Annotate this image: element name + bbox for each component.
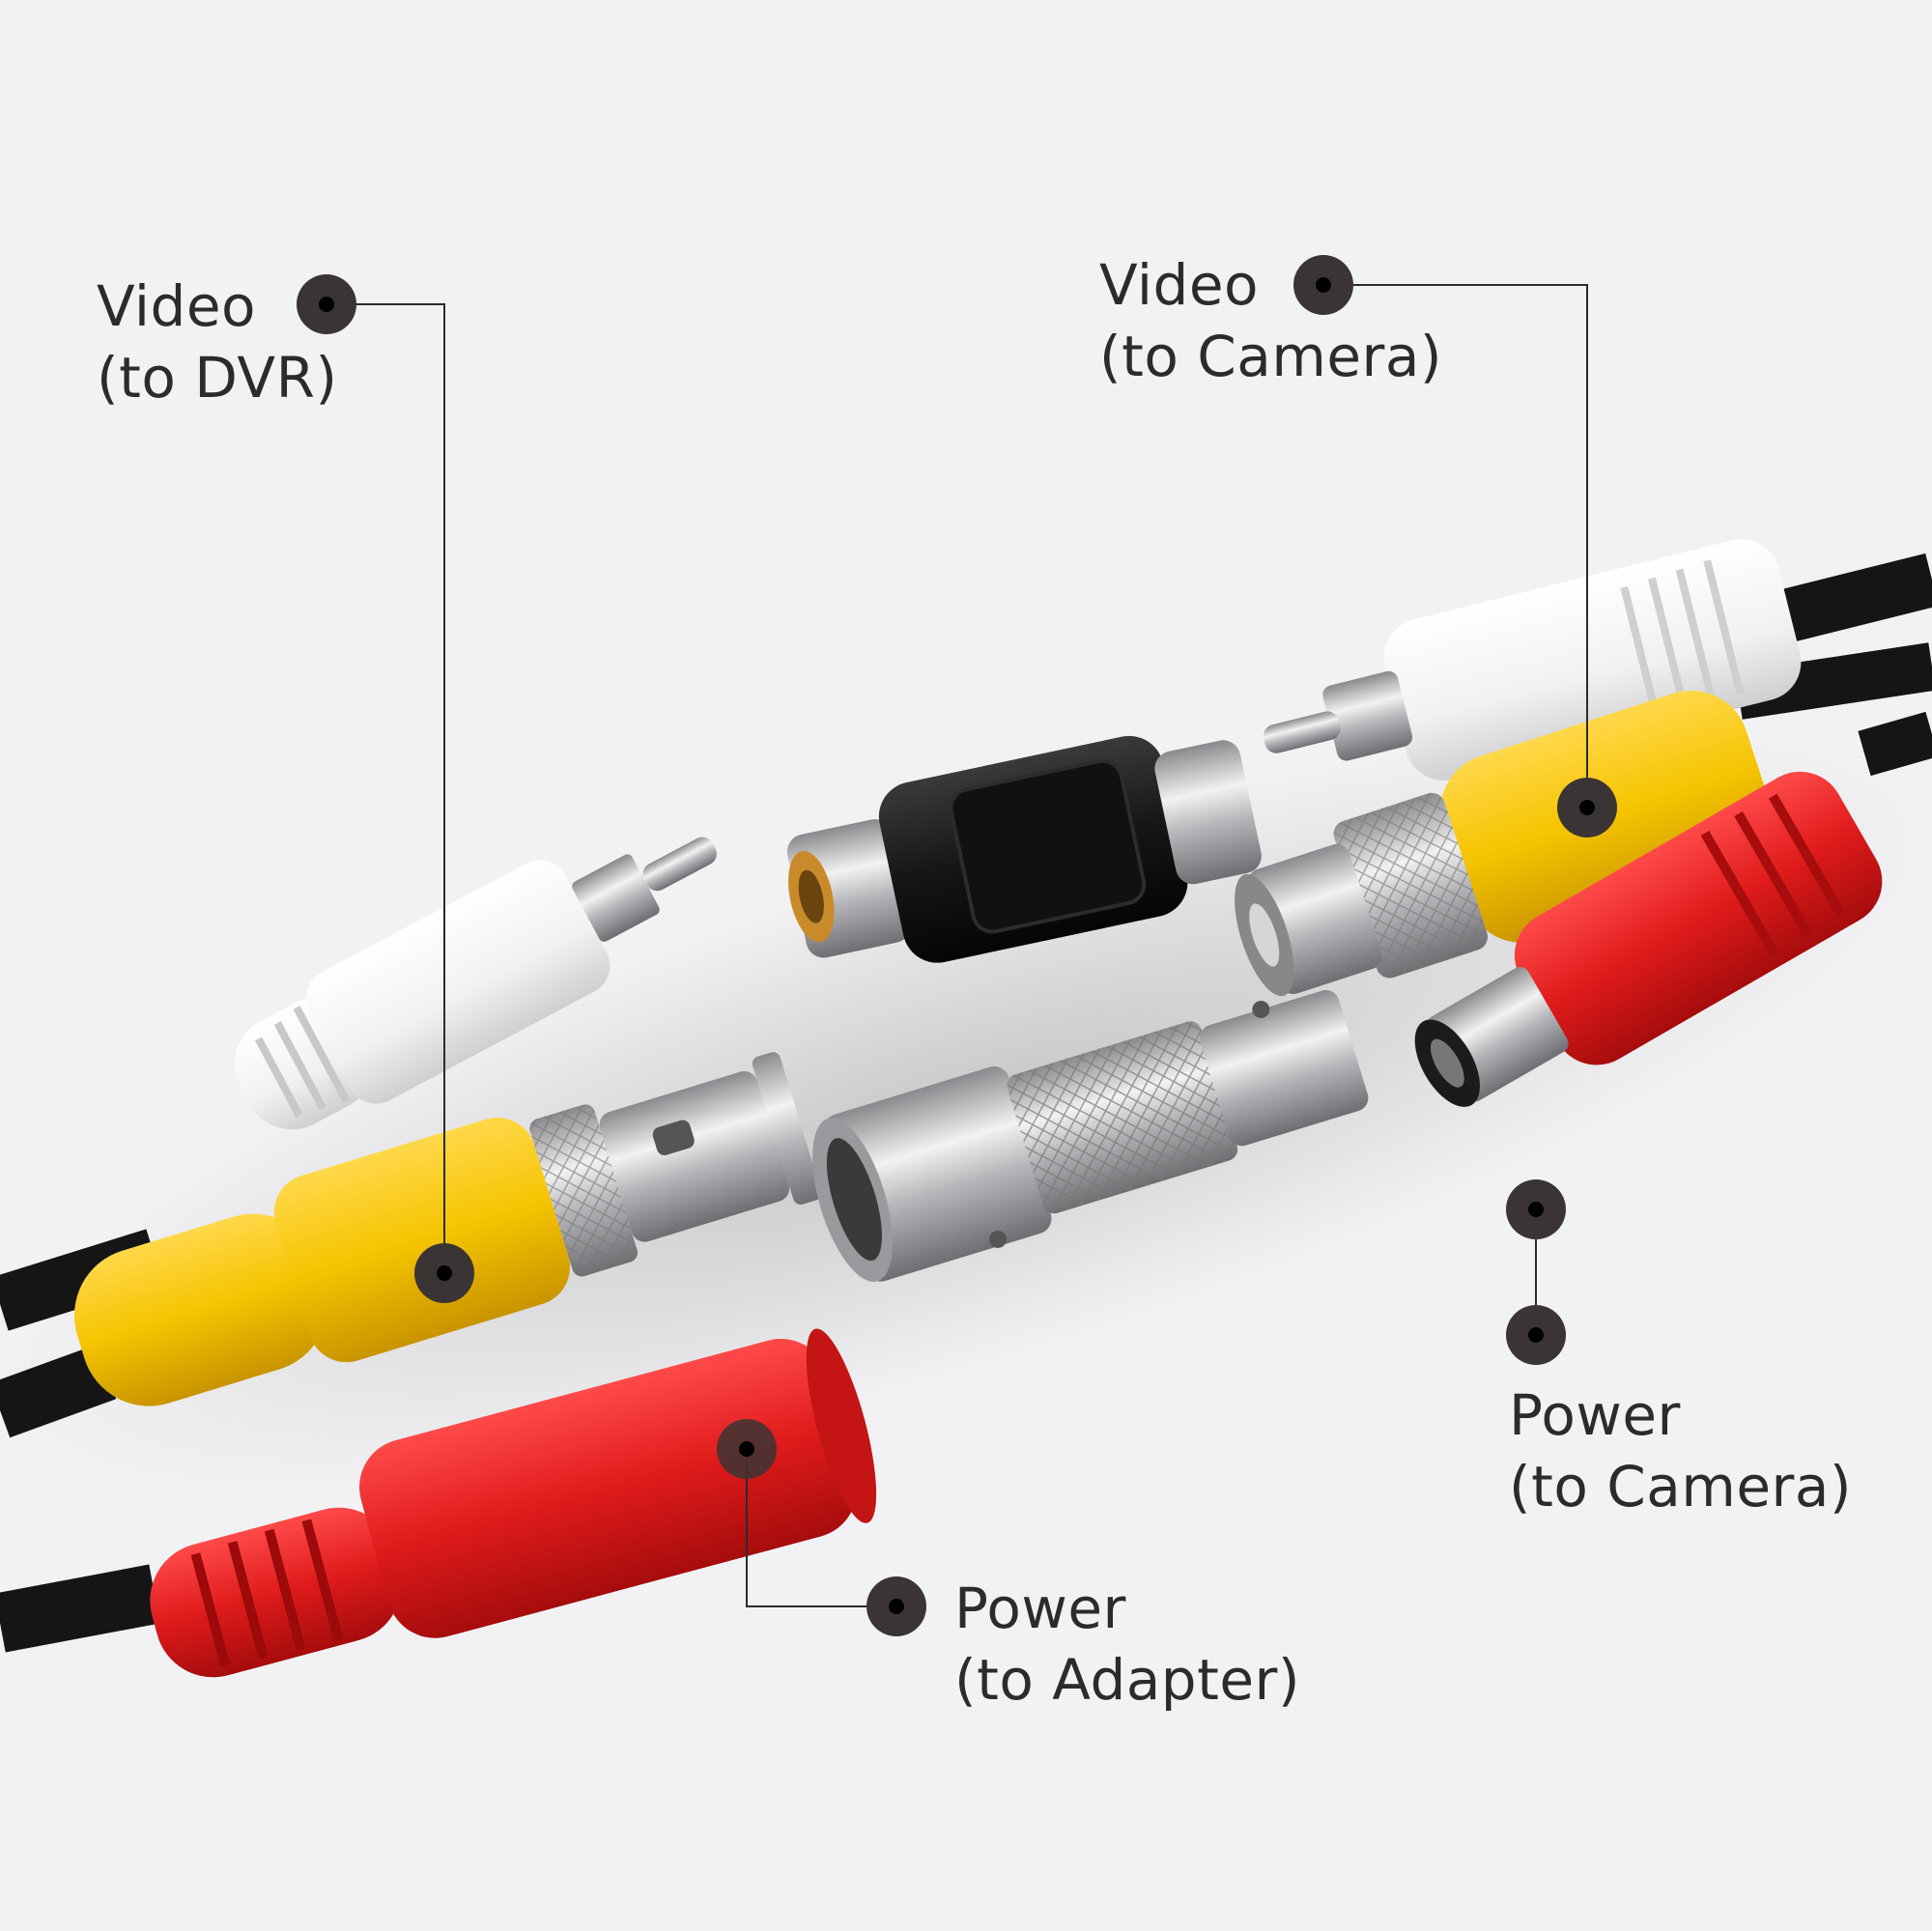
bnc-female-coupler <box>812 990 1369 1282</box>
rca-white-plug-left <box>234 837 717 1130</box>
label-video-to-camera: Video (to Camera) <box>1099 249 1442 392</box>
label-video-to-dvr: Video (to DVR) <box>97 270 338 413</box>
label-title: Power <box>954 1576 1126 1641</box>
label-power-to-adapter: Power (to Adapter) <box>954 1573 1300 1716</box>
label-subtitle: (to Adapter) <box>954 1647 1301 1713</box>
label-title: Video <box>1099 252 1260 318</box>
rca-female-coupler <box>786 735 1262 963</box>
dc-red-plug-right <box>1414 771 1883 1107</box>
callout-video-camera-leader <box>1293 255 1617 838</box>
label-title: Video <box>97 273 257 339</box>
label-subtitle: (to Camera) <box>1509 1454 1853 1519</box>
callout-power-adapter-leader <box>717 1419 926 1636</box>
callout-video-dvr-leader <box>297 274 474 1303</box>
bnc-yellow-plug-left <box>73 1052 822 1406</box>
label-subtitle: (to Camera) <box>1099 324 1443 389</box>
label-power-to-camera: Power (to Camera) <box>1509 1379 1852 1522</box>
left-cable-bundle <box>0 837 877 1678</box>
label-title: Power <box>1509 1382 1681 1448</box>
label-subtitle: (to DVR) <box>97 345 338 411</box>
right-cable-bundle <box>1235 539 1932 1107</box>
callout-power-camera-leader <box>1506 1179 1566 1365</box>
rca-white-plug-right <box>1263 539 1802 781</box>
dc-red-plug-left <box>150 1328 877 1678</box>
